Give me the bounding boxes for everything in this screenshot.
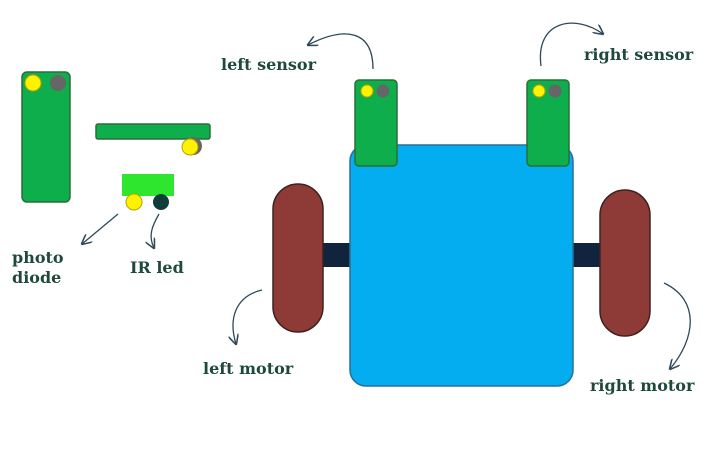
ir-led-bulb (153, 194, 169, 210)
left-motor-arrow (233, 289, 263, 344)
photo-diode-label-line2: diode (12, 268, 62, 287)
side-component (181, 138, 199, 156)
right-axle (570, 243, 604, 267)
left-motor (272, 183, 324, 333)
sensor-board-front (21, 71, 71, 203)
left-sensor-board (354, 79, 398, 167)
photo-diode-arrow (82, 213, 119, 244)
left-sensor-arrow (308, 33, 374, 70)
chassis (349, 144, 574, 387)
right-sensor-ir-led (548, 84, 562, 98)
photo-diode-top (24, 74, 42, 92)
left-sensor-label: left sensor (221, 55, 317, 74)
left-sensor-ir-led (376, 84, 390, 98)
sensor-module-detail (21, 71, 211, 248)
right-motor (599, 189, 651, 337)
ir-led-arrow (151, 213, 160, 248)
photo-diode-label: photo diode (12, 248, 64, 288)
photo-diode-bulb (125, 193, 143, 211)
right-sensor-arrow (539, 22, 603, 67)
sensor-board-side (95, 123, 211, 140)
left-motor-label: left motor (203, 359, 294, 378)
ir-led-label: IR led (130, 258, 184, 277)
right-motor-arrow (663, 282, 691, 369)
photo-diode-label-line1: photo (12, 248, 64, 267)
right-sensor-label: right sensor (584, 45, 694, 64)
robot-top-view (233, 22, 691, 387)
right-sensor-board (526, 79, 570, 167)
led-housing (122, 174, 174, 196)
right-motor-label: right motor (590, 376, 695, 395)
left-sensor-photo-diode (360, 84, 374, 98)
right-sensor-photo-diode (532, 84, 546, 98)
ir-led-top (50, 75, 66, 91)
